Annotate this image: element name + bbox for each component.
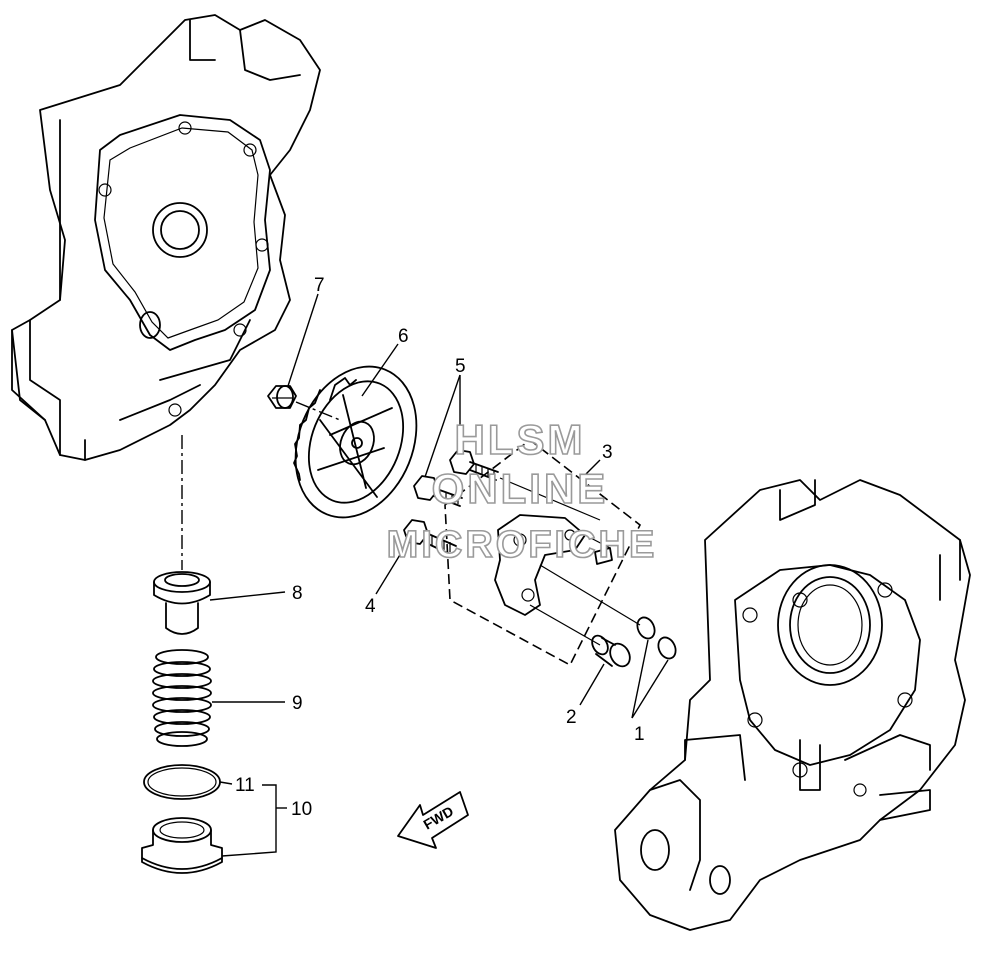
bolt-lower	[403, 519, 457, 557]
watermark-line-1: HLSM	[455, 416, 586, 463]
callout-6: 6	[398, 326, 409, 347]
leader-8	[209, 591, 286, 601]
callout-1: 1	[634, 724, 645, 745]
left-crankcase	[11, 14, 321, 461]
oil-pump-body	[494, 514, 613, 616]
callout-4: 4	[365, 596, 376, 617]
compression-spring	[152, 649, 212, 747]
oil-pump-sprocket	[293, 365, 418, 519]
drain-plug	[141, 817, 223, 874]
oil-strainer	[153, 571, 211, 635]
o-ring-small-2	[657, 636, 677, 660]
o-ring-small-1	[636, 616, 656, 640]
o-ring	[143, 764, 221, 800]
leader-11	[219, 781, 233, 785]
watermark-line-2: ONLINE	[432, 465, 609, 512]
leader-3	[585, 459, 601, 475]
leader-6	[361, 343, 399, 397]
callout-5: 5	[455, 356, 466, 377]
callout-2: 2	[566, 707, 577, 728]
leader-4	[375, 544, 407, 595]
bolt-middle	[413, 475, 463, 507]
watermark: HLSM ONLINE MICROFICHE	[386, 415, 658, 567]
leader-2	[579, 663, 605, 706]
callout-9: 9	[292, 693, 303, 714]
leader-1b	[631, 659, 669, 719]
o-ring-inner	[147, 767, 217, 797]
watermark-line-3: MICROFICHE	[387, 524, 658, 566]
callout-10: 10	[291, 799, 312, 820]
nut	[267, 385, 297, 409]
shaft-axis-dowel	[529, 604, 601, 646]
fwd-label: FWD	[421, 803, 457, 833]
shaft-axis-lower	[539, 564, 641, 626]
leader-7	[287, 293, 319, 387]
nut-axis	[295, 401, 341, 421]
leader-5b	[424, 374, 461, 478]
callout-8: 8	[292, 583, 303, 604]
bolt-upper	[449, 449, 499, 481]
callout-3: 3	[602, 442, 613, 463]
right-crankcase	[614, 479, 971, 931]
fwd-arrow: FWD	[397, 791, 469, 849]
callout-7: 7	[314, 275, 325, 296]
shaft-axis-upper	[499, 477, 601, 521]
pump-assembly-boundary	[444, 438, 642, 667]
leader-1a	[631, 639, 649, 719]
leader-10	[221, 784, 277, 857]
dowel-pin	[591, 634, 631, 668]
callout-11: 11	[235, 775, 255, 796]
